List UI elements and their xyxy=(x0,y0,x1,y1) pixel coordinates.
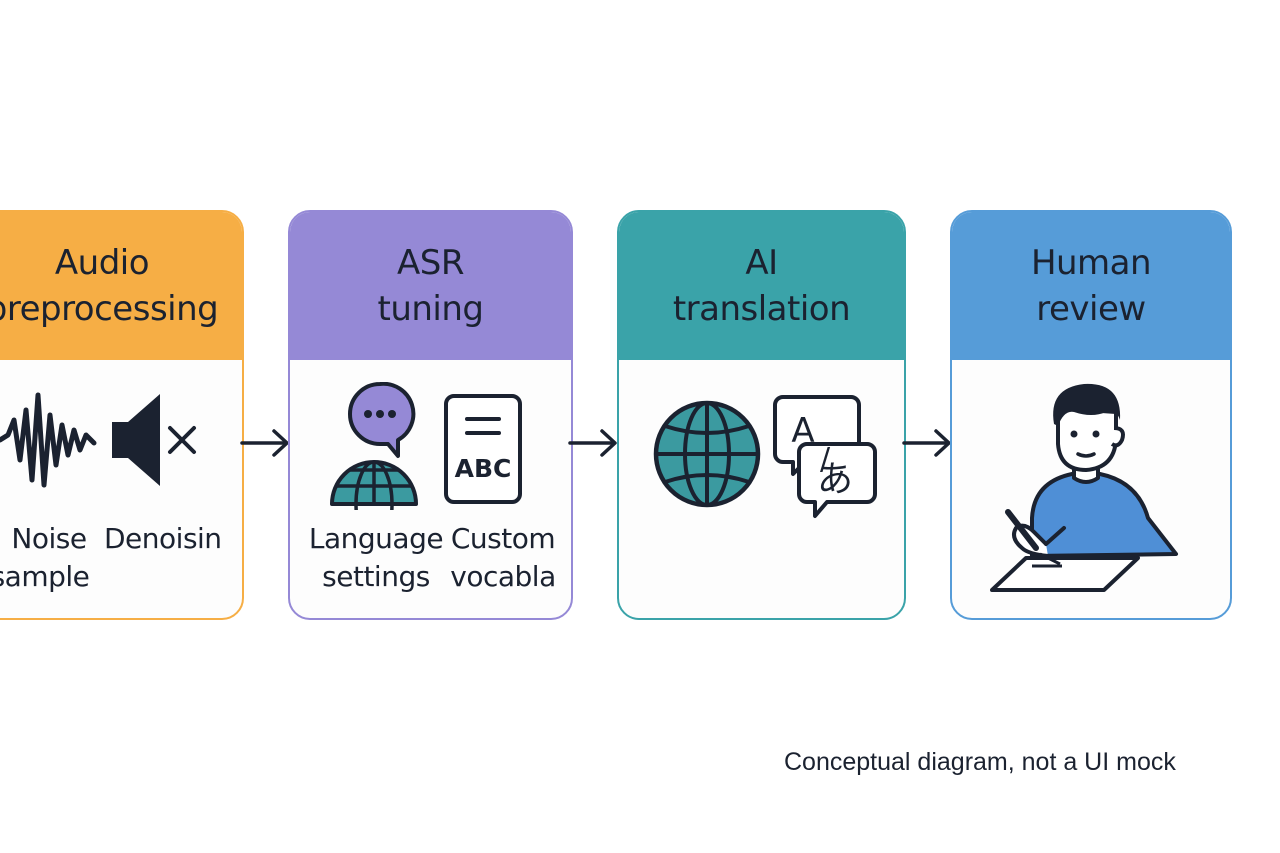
stage-title-line2: translation xyxy=(672,289,851,329)
label-noise-sample: Noise sample xyxy=(0,522,90,593)
abc-document-icon: ABC xyxy=(444,394,522,504)
stage-title-line2: tuning xyxy=(377,289,484,329)
stage-title-line1: Human xyxy=(1030,243,1152,283)
globe-speech-bubble-icon xyxy=(330,382,418,510)
stage-title-line1: ASR xyxy=(397,243,464,283)
stage-header: ASR tuning xyxy=(290,212,571,360)
stage-title-line2: review xyxy=(1036,289,1146,329)
label-denoising: Denoisin xyxy=(104,522,222,555)
waveform-icon xyxy=(0,392,97,488)
footnote: Conceptual diagram, not a UI mock xyxy=(784,748,1176,776)
stage-header: Human review xyxy=(952,212,1230,360)
stage-title-line1: AI xyxy=(745,243,778,283)
document-text: ABC xyxy=(455,454,512,483)
stage-header: Audio preprocessing xyxy=(0,212,242,360)
label-language-settings: Language settings xyxy=(308,522,444,593)
flow-arrow xyxy=(902,429,951,457)
translate-icon: A あ / xyxy=(773,395,877,518)
person-writing-icon xyxy=(990,383,1178,592)
translate-glyph-kana: あ xyxy=(817,459,853,500)
stage-title-line2: preprocessing xyxy=(0,289,219,329)
flow-arrow xyxy=(240,429,289,457)
stage-header: AI translation xyxy=(619,212,904,360)
flow-arrow xyxy=(568,429,617,457)
translate-glyph-slash: / xyxy=(820,442,831,477)
label-custom-vocabulary: Custom vocabla xyxy=(450,522,556,593)
speaker-mute-icon xyxy=(112,394,196,486)
globe-icon xyxy=(653,400,761,508)
stage-card-audio-preprocessing: Audio preprocessing xyxy=(0,210,244,620)
stage-title-line1: Audio xyxy=(54,243,150,283)
translate-glyph-latin: A xyxy=(791,411,814,451)
stage-card-asr-tuning: ASR tuning xyxy=(288,210,573,620)
